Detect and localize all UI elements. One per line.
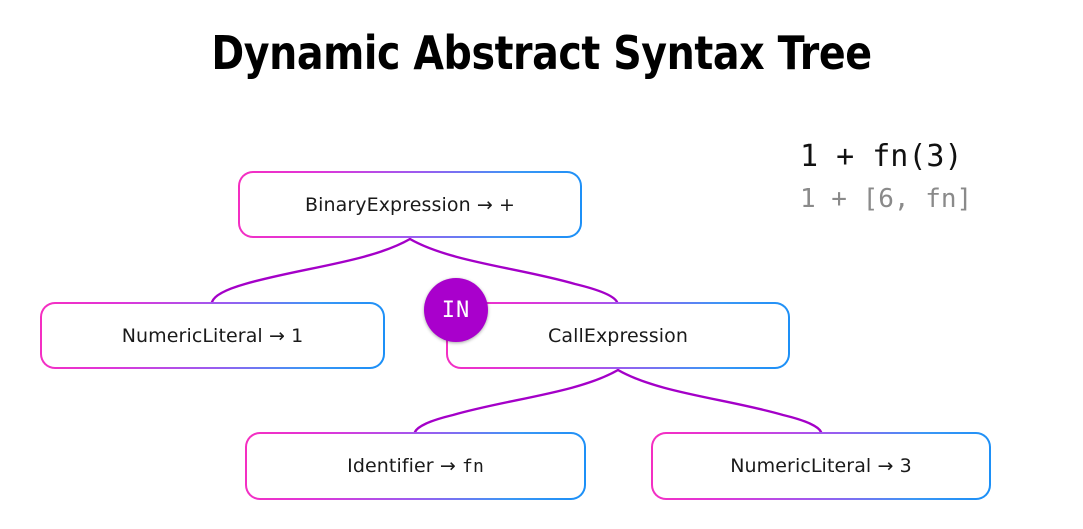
edge-callexpression-to-identifier xyxy=(413,368,620,434)
tree-node-arrow: → xyxy=(433,455,463,477)
tree-node-label: BinaryExpression → + xyxy=(304,193,516,216)
code-panel: 1 + fn(3) 1 + [6, fn] xyxy=(800,139,1015,214)
tree-node-binaryexpression[interactable]: BinaryExpression → + xyxy=(238,171,582,238)
tree-node-label: NumericLiteral → 3 xyxy=(730,455,912,477)
tree-node-numericliteral-1[interactable]: NumericLiteral → 1 xyxy=(40,302,385,369)
tree-node-label: NumericLiteral → 1 xyxy=(121,324,304,347)
status-badge-in[interactable]: IN xyxy=(424,278,488,342)
page-title: Dynamic Abstract Syntax Tree xyxy=(211,26,872,80)
tree-node-value: fn xyxy=(462,456,484,477)
code-line-evaluated: 1 + [6, fn] xyxy=(800,184,973,214)
tree-node-callexpression[interactable]: CallExpression xyxy=(446,302,790,369)
code-line-input: 1 + fn(3) xyxy=(800,139,963,174)
tree-node-label: CallExpression xyxy=(547,324,688,347)
tree-node-numericliteral-3[interactable]: NumericLiteral → 3 xyxy=(651,432,991,500)
edge-root-to-numericliteral1 xyxy=(210,237,412,304)
tree-node-type: Identifier xyxy=(347,455,434,477)
tree-node-identifier[interactable]: Identifier → fn xyxy=(245,432,586,500)
tree-node-label: Identifier → fn xyxy=(347,455,484,477)
status-badge-label: IN xyxy=(441,297,471,323)
edge-callexpression-to-numericliteral3 xyxy=(616,368,823,434)
